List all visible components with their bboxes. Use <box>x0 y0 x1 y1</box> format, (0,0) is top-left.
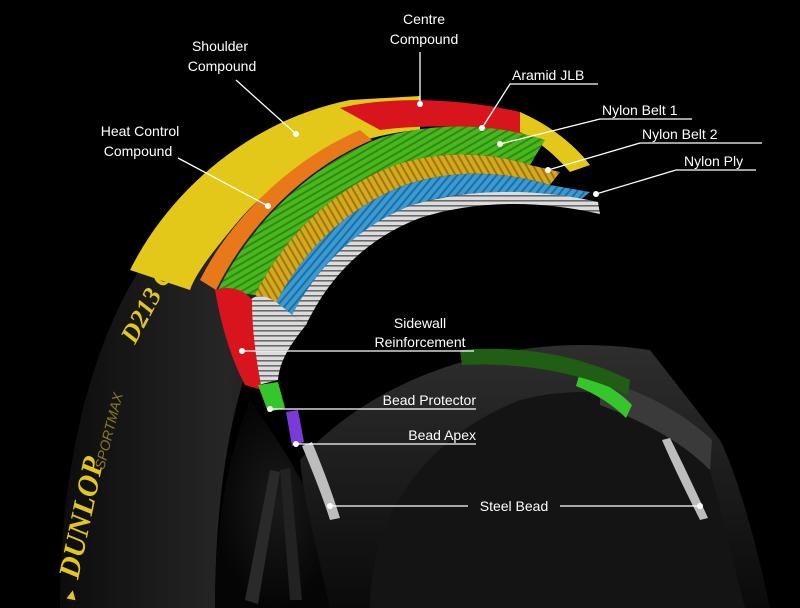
bead-protector-layer <box>258 382 285 412</box>
dot-aramid-jlb <box>479 125 485 131</box>
aramid-jlb-layer <box>218 126 545 296</box>
sidewall-red-insert <box>215 288 262 390</box>
dot-bead-apex <box>293 441 299 447</box>
leader-nylon-ply <box>595 169 756 195</box>
wheel-spoke <box>280 468 302 600</box>
label-bead-apex: Bead Apex <box>408 427 476 443</box>
leader-nylon-belt-1 <box>499 118 692 145</box>
leader-nylon-belt-2 <box>547 142 762 171</box>
labels: Centre Compound Shoulder Compound Heat C… <box>101 11 743 514</box>
heat-control-layer <box>200 130 372 290</box>
nylon-belt-1-layer <box>255 154 560 305</box>
dot-centre-compound <box>417 101 423 107</box>
label-nylon-belt-2: Nylon Belt 2 <box>642 126 718 142</box>
centre-compound-right <box>520 112 590 172</box>
label-bead-protector: Bead Protector <box>383 392 477 408</box>
centre-compound-layer <box>340 100 560 145</box>
label-shoulder-compound-line2: Compound <box>188 58 257 74</box>
label-heat-control-line2: Compound <box>104 143 173 159</box>
leader-aramid-jlb <box>481 83 598 129</box>
far-side-bead-protector <box>576 372 632 418</box>
far-side-green-band <box>460 348 630 395</box>
dunlop-flying-d-icon: ▶ <box>63 588 79 601</box>
dot-shoulder-compound <box>293 131 299 137</box>
dot-sidewall-reinforcement <box>239 348 245 354</box>
cutaway-layers <box>130 96 600 520</box>
dot-nylon-ply <box>593 191 599 197</box>
wheel-spoke <box>245 470 280 604</box>
nylon-ply-band <box>292 191 600 325</box>
wheel-hub <box>215 400 340 608</box>
inner-surface-shade <box>370 391 745 608</box>
dot-bead-protector <box>267 406 273 412</box>
dot-nylon-belt-2 <box>545 167 551 173</box>
steel-bead-wire <box>302 442 340 520</box>
label-nylon-ply: Nylon Ply <box>684 153 743 169</box>
label-sidewall-reinforcement-line1: Sidewall <box>394 315 446 331</box>
dot-steel-bead-left <box>327 503 333 509</box>
label-shoulder-compound-line1: Shoulder <box>192 38 248 54</box>
label-heat-control-line1: Heat Control <box>101 123 180 139</box>
far-side-steel-bead <box>662 438 708 520</box>
sidewall-reinforcement-layer <box>250 295 306 385</box>
label-centre-compound-line2: Compound <box>390 31 459 47</box>
label-nylon-belt-1: Nylon Belt 1 <box>602 102 678 118</box>
dot-steel-bead-right <box>697 503 703 509</box>
leader-shoulder-compound <box>235 79 297 135</box>
label-aramid-jlb: Aramid JLB <box>512 67 584 83</box>
leader-lines <box>177 52 762 509</box>
label-sidewall-reinforcement-line2: Reinforcement <box>374 334 465 350</box>
leader-heat-control <box>177 157 269 207</box>
dot-nylon-belt-1 <box>497 141 503 147</box>
label-steel-bead: Steel Bead <box>480 498 549 514</box>
dot-heat-control <box>265 203 271 209</box>
label-centre-compound-line1: Centre <box>403 11 445 27</box>
nylon-belt-2-layer <box>275 173 590 315</box>
bead-apex-layer <box>286 410 304 446</box>
